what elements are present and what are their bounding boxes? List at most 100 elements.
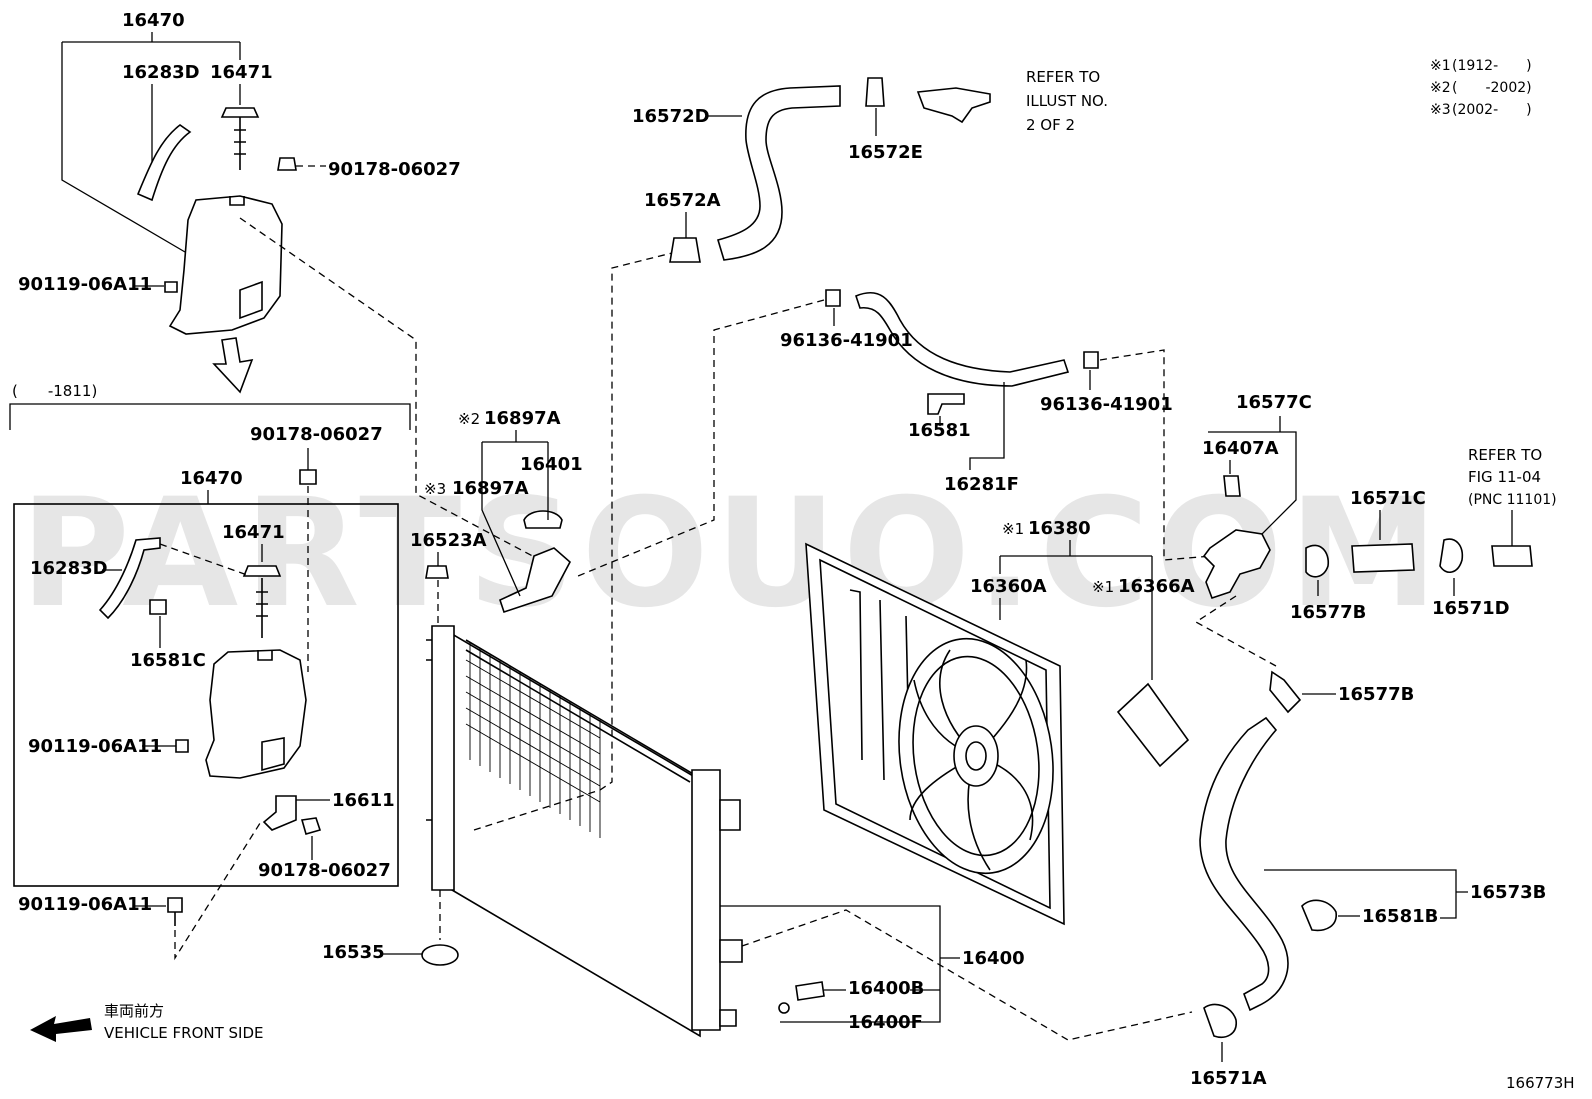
part-label-90178-mid[interactable]: 90178-06027 bbox=[250, 424, 383, 445]
part-label-90119-top[interactable]: 90119-06A11 bbox=[18, 274, 152, 295]
radiator-labels: 16523A 16535 ※2 16897A 16401 ※3 16897A 1… bbox=[322, 251, 1193, 1041]
part-label-90178-top[interactable]: 90178-06027 bbox=[328, 159, 461, 180]
bracket-16581 bbox=[927, 393, 965, 415]
part-label-16400f[interactable]: 16400F bbox=[848, 1012, 923, 1033]
legend-mark-2: ※2 bbox=[1430, 80, 1451, 96]
reservoir-tank-box bbox=[205, 649, 307, 779]
bypass-hose-group[interactable]: 96136-41901 96136-41901 16581 16281F bbox=[577, 289, 1213, 577]
radiator-cap-16401 bbox=[523, 510, 563, 529]
part-label-16581b[interactable]: 16581B bbox=[1362, 906, 1438, 927]
reservoir-assembly-box bbox=[13, 503, 399, 887]
hose-16283d bbox=[136, 124, 192, 202]
part-label-90178-box[interactable]: 90178-06027 bbox=[258, 860, 391, 881]
reservoir-tank-16470 bbox=[168, 195, 283, 335]
part-label-96136-right[interactable]: 96136-41901 bbox=[1040, 394, 1173, 415]
applicability-legend: ※1 (1912- ) ※2 ( -2002) ※3 (2002- ) bbox=[1430, 58, 1532, 118]
fan-shroud-assembly-16360a[interactable] bbox=[805, 542, 1190, 926]
part-label-16572a[interactable]: 16572A bbox=[644, 190, 721, 211]
part-label-16577b-top[interactable]: 16577B bbox=[1290, 602, 1366, 623]
part-label-16577c[interactable]: 16577C bbox=[1236, 392, 1312, 413]
part-label-90119-bottom[interactable]: 90119-06A11 bbox=[18, 894, 152, 915]
direction-en: VEHICLE FRONT SIDE bbox=[104, 1024, 264, 1042]
reservoir-tank-upper-assembly[interactable]: 16470 16283D 16471 90178-06027 90119-06A… bbox=[18, 10, 541, 561]
refer-fig-line1: REFER TO bbox=[1468, 446, 1542, 464]
part-label-16380[interactable]: 16380 bbox=[1028, 518, 1091, 539]
part-label-16283d-box[interactable]: 16283D bbox=[30, 558, 108, 579]
clamp-16581b bbox=[1301, 899, 1337, 932]
clamp-16577b-mid bbox=[1269, 670, 1302, 714]
clamp-16571d bbox=[1439, 538, 1464, 573]
part-label-16400[interactable]: 16400 bbox=[962, 948, 1025, 969]
upper-hose-group[interactable]: 16572D 16572E REFER TO ILLUST NO. 2 OF 2… bbox=[632, 68, 1108, 263]
part-label-16611[interactable]: 16611 bbox=[332, 790, 395, 811]
clamp-16572e bbox=[865, 77, 885, 107]
part-label-16401[interactable]: 16401 bbox=[520, 454, 583, 475]
drain-plug-16400b bbox=[795, 981, 825, 1001]
left-arrow-icon bbox=[30, 1016, 92, 1042]
mark-2: ※2 bbox=[458, 410, 480, 428]
clip-16581c bbox=[149, 599, 167, 615]
o-ring-16400f bbox=[778, 1002, 790, 1014]
part-label-16283d[interactable]: 16283D bbox=[122, 62, 200, 83]
part-label-96136-left[interactable]: 96136-41901 bbox=[780, 330, 913, 351]
hose-16573b bbox=[1199, 716, 1289, 1012]
radiator-assembly-16400[interactable] bbox=[426, 510, 743, 1038]
part-label-16573b[interactable]: 16573B bbox=[1470, 882, 1546, 903]
filter-16366a bbox=[1116, 682, 1190, 768]
bolt-90119-bottom bbox=[167, 897, 183, 913]
reservoir-tank-lower-assembly[interactable]: 90178-06027 16470 16471 16283D 16581C 90… bbox=[28, 424, 395, 881]
part-label-16572e[interactable]: 16572E bbox=[848, 142, 923, 163]
bolt-90119-bottom-group[interactable]: 90119-06A11 bbox=[18, 819, 263, 961]
part-label-16470-box[interactable]: 16470 bbox=[180, 468, 243, 489]
water-inlet-16577c bbox=[1202, 529, 1271, 600]
direction-jp: 車両前方 bbox=[104, 1002, 164, 1020]
clip-90178-top bbox=[277, 157, 297, 171]
part-label-90119-box[interactable]: 90119-06A11 bbox=[28, 736, 162, 757]
part-label-16523a[interactable]: 16523A bbox=[410, 530, 487, 551]
water-inlet-group[interactable]: 16577C 16407A 16577B 16571C 16571D REFER… bbox=[1194, 392, 1557, 667]
legend-text-2: ( -2002) bbox=[1452, 80, 1532, 96]
part-label-16471[interactable]: 16471 bbox=[210, 62, 273, 83]
part-label-16407a[interactable]: 16407A bbox=[1202, 438, 1279, 459]
part-label-16581[interactable]: 16581 bbox=[908, 420, 971, 441]
part-label-16360a[interactable]: 16360A bbox=[970, 576, 1047, 597]
part-label-16571a[interactable]: 16571A bbox=[1190, 1068, 1267, 1089]
legend-mark-1: ※1 bbox=[1430, 58, 1451, 74]
refer-fig-line2: FIG 11-04 bbox=[1468, 468, 1541, 486]
part-label-16571d[interactable]: 16571D bbox=[1432, 598, 1510, 619]
clamp-16572a bbox=[669, 237, 701, 263]
legend-text-1: (1912- ) bbox=[1452, 58, 1532, 74]
clip-90178-box bbox=[300, 817, 322, 835]
part-label-16471-box[interactable]: 16471 bbox=[222, 522, 285, 543]
fan-hub bbox=[953, 725, 999, 787]
clamp-96136-left bbox=[825, 289, 841, 307]
radiator-right-tank bbox=[691, 769, 721, 1031]
part-label-16535[interactable]: 16535 bbox=[322, 942, 385, 963]
part-label-16577b-mid[interactable]: 16577B bbox=[1338, 684, 1414, 705]
clamp-96136-right bbox=[1083, 351, 1099, 369]
part-label-16897a-3[interactable]: 16897A bbox=[452, 478, 529, 499]
grommet-16523a bbox=[425, 565, 449, 579]
hose-16572d bbox=[716, 85, 841, 261]
clamp-16577b-top bbox=[1305, 544, 1330, 578]
bolt-90119-box bbox=[175, 739, 189, 753]
filler-neck-16897a bbox=[499, 547, 572, 614]
part-label-16400b[interactable]: 16400B bbox=[848, 978, 924, 999]
mark-1a: ※1 bbox=[1002, 520, 1024, 538]
bracket-16611 bbox=[262, 795, 297, 831]
pipe-pnc11101 bbox=[1491, 545, 1533, 567]
part-label-16281f[interactable]: 16281F bbox=[944, 474, 1019, 495]
lower-hose-group[interactable]: 16577B 16573B 16581B 16571A bbox=[1190, 670, 1546, 1089]
watermark: PARTSOUQ.COM bbox=[20, 467, 1444, 641]
range-bracket bbox=[9, 403, 411, 430]
part-label-16897a-2[interactable]: 16897A bbox=[484, 408, 561, 429]
radiator-left-tank bbox=[431, 625, 455, 891]
radiator-core bbox=[451, 632, 701, 1038]
part-label-16572d[interactable]: 16572D bbox=[632, 106, 710, 127]
part-label-16366a[interactable]: 16366A bbox=[1118, 576, 1195, 597]
part-label-16571c[interactable]: 16571C bbox=[1350, 488, 1426, 509]
figure-number: 166773H bbox=[1506, 1074, 1575, 1092]
part-label-16581c[interactable]: 16581C bbox=[130, 650, 206, 671]
part-label-16470[interactable]: 16470 bbox=[122, 10, 185, 31]
